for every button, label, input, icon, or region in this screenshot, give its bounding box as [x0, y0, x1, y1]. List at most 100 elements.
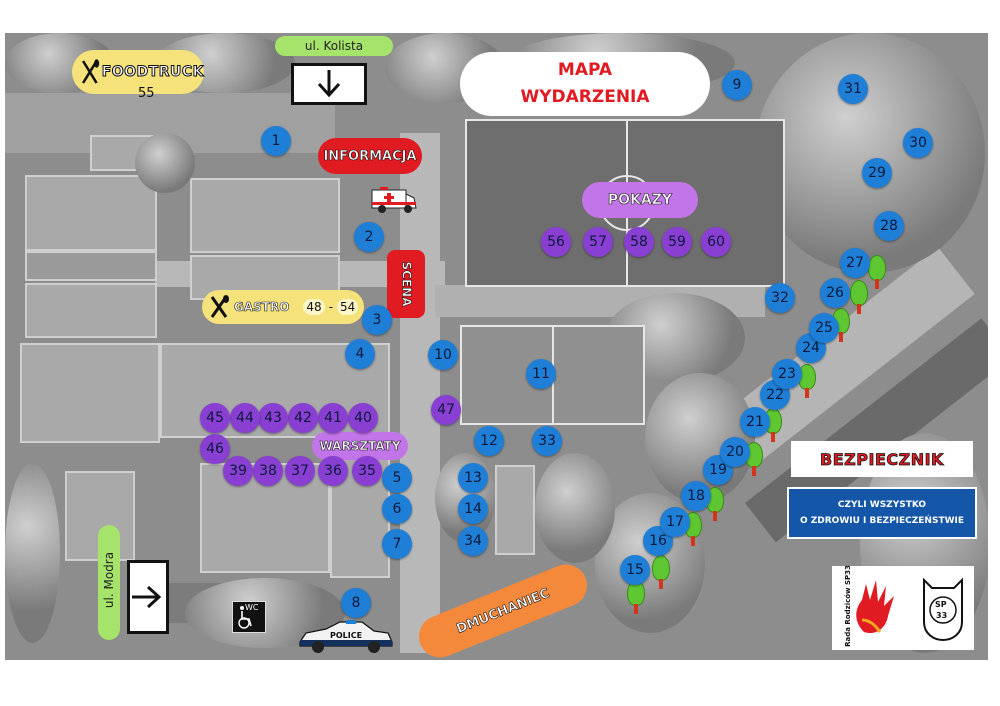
- location-pin-31[interactable]: 31: [838, 74, 868, 104]
- location-pin-21[interactable]: 21: [740, 407, 770, 437]
- sp33-sp-text: SP: [935, 600, 947, 609]
- street-label-modra-text: ul. Modra: [102, 551, 116, 609]
- building: [25, 175, 157, 251]
- arrow-right-icon: [132, 585, 162, 609]
- location-pin-43[interactable]: 43: [258, 403, 288, 433]
- location-pin-6[interactable]: 6: [382, 494, 412, 524]
- gastro-label[interactable]: GASTRO 48 - 54: [202, 290, 364, 324]
- gastro-range-from: 48: [303, 299, 325, 315]
- location-pin-5[interactable]: 5: [382, 463, 412, 493]
- map-title: MAPA WYDARZENIA: [460, 52, 710, 116]
- informacja-label[interactable]: INFORMACJA: [318, 138, 422, 174]
- location-pin-16[interactable]: 16: [643, 526, 673, 556]
- location-pin-33[interactable]: 33: [532, 426, 562, 456]
- warsztaty-text: WARSZTATY: [319, 439, 401, 454]
- rada-rodzicow-text: Rada Rodziców SP33: [844, 565, 852, 647]
- green-tree-icon: [850, 280, 868, 314]
- location-pin-40[interactable]: 40: [348, 403, 378, 433]
- foodtruck-text: FOODTRUCK: [101, 64, 204, 81]
- location-pin-42[interactable]: 42: [288, 403, 318, 433]
- sp33-owl-logo: SP 33: [916, 570, 970, 646]
- location-pin-30[interactable]: 30: [903, 128, 933, 158]
- location-pin-18[interactable]: 18: [681, 481, 711, 511]
- tree: [135, 133, 195, 193]
- location-pin-32[interactable]: 32: [765, 283, 795, 313]
- gastro-range-to: 54: [337, 299, 359, 315]
- pokazy-label[interactable]: POKAZY: [582, 182, 698, 218]
- location-pin-4[interactable]: 4: [345, 339, 375, 369]
- location-pin-17[interactable]: 17: [660, 507, 690, 537]
- entrance-icon[interactable]: [127, 560, 169, 634]
- street-label-modra: ul. Modra: [98, 525, 120, 640]
- building: [190, 178, 340, 253]
- wc-text: WC: [245, 603, 259, 612]
- pokazy-text: POKAZY: [607, 192, 673, 209]
- location-pin-15[interactable]: 15: [620, 555, 650, 585]
- tree: [5, 463, 60, 643]
- tree: [535, 453, 615, 563]
- green-tree-icon: [627, 580, 645, 614]
- bezpiecznik-banner[interactable]: BEZPIECZNIK: [791, 441, 973, 477]
- rada-rodzicow-logo: Rada Rodziców SP33: [836, 565, 908, 647]
- wheelchair-icon: [238, 606, 252, 629]
- location-pin-8[interactable]: 8: [341, 588, 371, 618]
- location-pin-46[interactable]: 46: [200, 434, 230, 464]
- scena-label[interactable]: SCENA: [387, 250, 425, 318]
- building: [25, 251, 157, 281]
- location-pin-58[interactable]: 58: [624, 227, 654, 257]
- location-pin-56[interactable]: 56: [541, 227, 571, 257]
- street-label-kolista: ul. Kolista: [275, 36, 393, 56]
- location-pin-38[interactable]: 38: [253, 456, 283, 486]
- fork-knife-icon: [210, 295, 229, 318]
- location-pin-44[interactable]: 44: [230, 403, 260, 433]
- location-pin-59[interactable]: 59: [662, 227, 692, 257]
- bezpiecznik-line1: CZYLI WSZYSTKO: [837, 500, 927, 510]
- location-pin-28[interactable]: 28: [874, 211, 904, 241]
- bezpiecznik-subtitle: CZYLI WSZYSTKO O ZDROWIU I BEZPIECZEŃSTW…: [787, 487, 977, 539]
- location-pin-12[interactable]: 12: [474, 426, 504, 456]
- location-pin-20[interactable]: 20: [720, 437, 750, 467]
- location-pin-14[interactable]: 14: [458, 494, 488, 524]
- location-pin-9[interactable]: 9: [722, 70, 752, 100]
- green-tree-icon: [652, 555, 670, 589]
- location-pin-11[interactable]: 11: [526, 359, 556, 389]
- location-pin-36[interactable]: 36: [318, 456, 348, 486]
- location-pin-60[interactable]: 60: [701, 227, 731, 257]
- foodtruck-label[interactable]: FOODTRUCK: [72, 50, 204, 94]
- location-pin-41[interactable]: 41: [318, 403, 348, 433]
- warsztaty-label[interactable]: WARSZTATY: [312, 432, 408, 460]
- location-pin-26[interactable]: 26: [820, 278, 850, 308]
- location-pin-27[interactable]: 27: [840, 248, 870, 278]
- location-pin-35[interactable]: 35: [352, 456, 382, 486]
- street-label-kolista-text: ul. Kolista: [304, 39, 364, 53]
- entrance-icon[interactable]: [291, 63, 367, 105]
- fork-knife-icon: [81, 59, 100, 84]
- building: [25, 283, 157, 338]
- location-pin-7[interactable]: 7: [382, 529, 412, 559]
- gastro-text: GASTRO: [234, 300, 290, 315]
- location-pin-13[interactable]: 13: [458, 463, 488, 493]
- informacja-text: INFORMACJA: [323, 148, 417, 164]
- green-tree-icon: [798, 364, 816, 398]
- location-pin-29[interactable]: 29: [862, 158, 892, 188]
- gastro-range-dash: -: [328, 300, 334, 314]
- location-pin-47[interactable]: 47: [431, 395, 461, 425]
- location-pin-39[interactable]: 39: [223, 456, 253, 486]
- foodtruck-number: 55: [138, 86, 155, 101]
- location-pin-2[interactable]: 2: [354, 222, 384, 252]
- location-pin-3[interactable]: 3: [362, 305, 392, 335]
- arrow-down-icon: [317, 70, 341, 98]
- building: [20, 343, 160, 443]
- location-pin-37[interactable]: 37: [285, 456, 315, 486]
- location-pin-10[interactable]: 10: [428, 340, 458, 370]
- wc-icon[interactable]: WC: [232, 601, 266, 633]
- building: [495, 465, 535, 555]
- location-pin-57[interactable]: 57: [583, 227, 613, 257]
- location-pin-25[interactable]: 25: [809, 313, 839, 343]
- location-pin-34[interactable]: 34: [458, 526, 488, 556]
- location-pin-45[interactable]: 45: [200, 403, 230, 433]
- location-pin-1[interactable]: 1: [261, 126, 291, 156]
- location-pin-23[interactable]: 23: [772, 359, 802, 389]
- bezpiecznik-title: BEZPIECZNIK: [820, 449, 944, 469]
- green-tree-icon: [868, 255, 886, 289]
